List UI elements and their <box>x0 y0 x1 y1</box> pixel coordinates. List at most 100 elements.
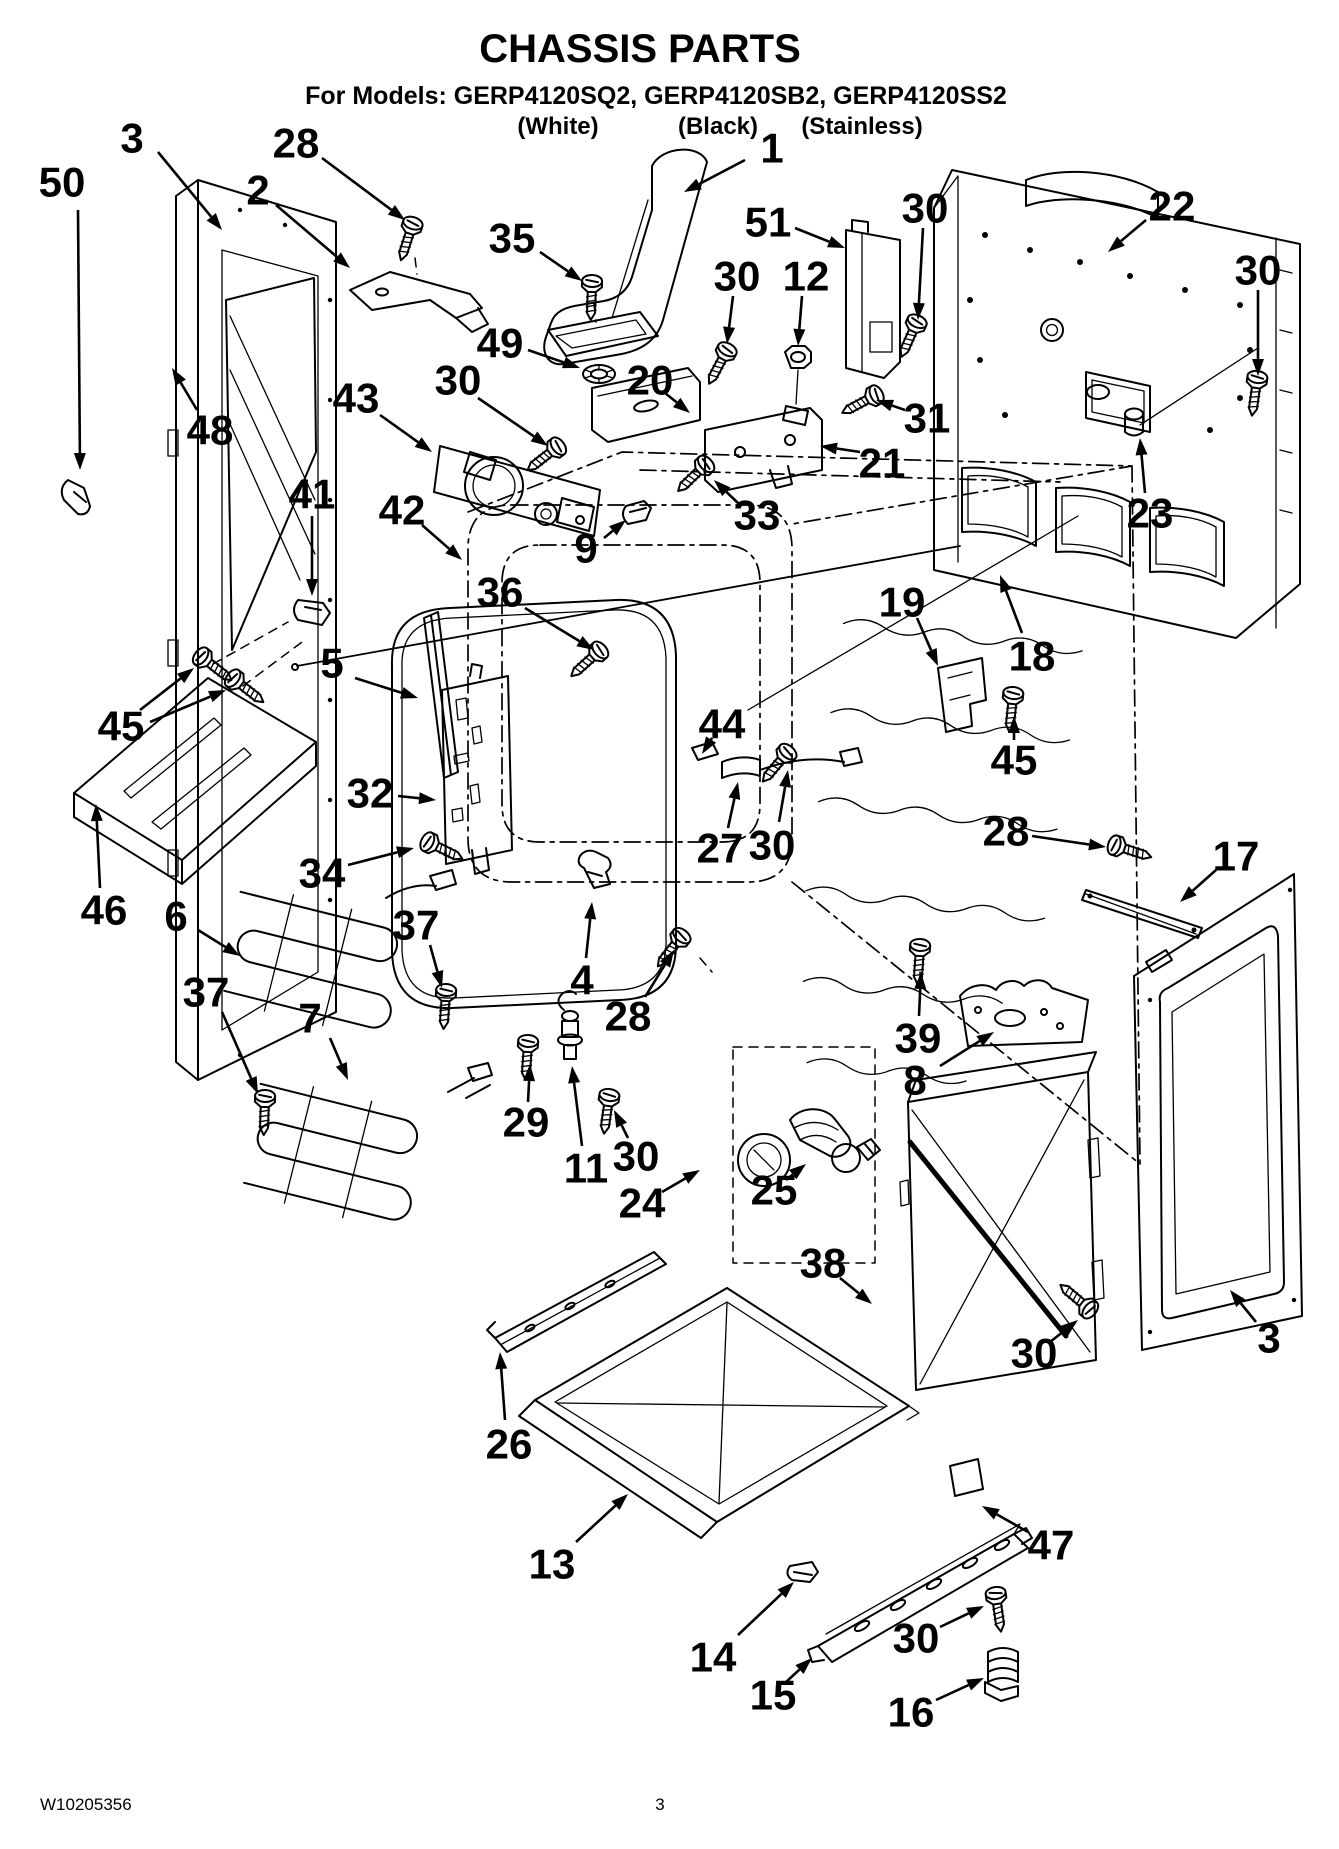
callout-20: 20 <box>627 357 690 413</box>
part-bracket-21 <box>704 407 823 493</box>
callout-48: 48 <box>172 368 233 454</box>
callout-arrowhead <box>1008 716 1020 733</box>
part-clip-14 <box>786 1561 819 1583</box>
part-bracket-20 <box>591 367 701 443</box>
callout-arrowhead <box>966 1606 984 1619</box>
part-rail-26 <box>486 1251 667 1353</box>
callout-11: 11 <box>564 1066 608 1192</box>
part-clip-50 <box>60 479 91 516</box>
callout-arrowhead <box>561 356 580 369</box>
callout-43: 43 <box>333 375 432 452</box>
part-pad-47 <box>949 1458 984 1497</box>
callout-arrowhead <box>431 970 444 988</box>
callout-arrowhead <box>568 1066 581 1084</box>
callout-arrow <box>839 1276 860 1295</box>
callout-arrowhead <box>914 972 927 990</box>
callout-number: 30 <box>435 357 482 404</box>
callout-arrowhead <box>614 1110 627 1128</box>
callout-arrow <box>996 1513 1029 1534</box>
callout-arrowhead <box>495 1352 508 1370</box>
callout-arrow <box>709 737 714 741</box>
callout-arrowhead <box>208 690 226 703</box>
part-gasket-36 <box>390 598 678 1010</box>
callout-arrowhead <box>826 236 845 248</box>
callout-arrowhead <box>876 399 895 412</box>
callout-7: 7 <box>298 995 348 1080</box>
callout-17: 17 <box>1180 833 1259 902</box>
callout-arrow <box>1191 869 1217 892</box>
callout-arrow <box>526 1080 531 1103</box>
callout-30: 30 <box>749 770 796 869</box>
callout-arrow <box>139 677 182 712</box>
callout-28: 28 <box>983 808 1106 855</box>
callout-arrow <box>939 1039 981 1068</box>
part-lamp-socket-11 <box>557 990 583 1060</box>
callout-number: 43 <box>333 375 380 422</box>
callout-arrow <box>620 1124 630 1139</box>
callout-arrow <box>935 1683 970 1702</box>
callout-arrow <box>661 1177 686 1194</box>
models-line: For Models: GERP4120SQ2, GERP4120SB2, GE… <box>305 82 1007 110</box>
callout-3: 3 <box>120 115 222 230</box>
callout-number: 20 <box>627 357 674 404</box>
callout-arrow <box>421 524 451 550</box>
callout-4: 4 <box>570 902 597 1004</box>
callout-number: 39 <box>895 1015 942 1062</box>
callout-number: 34 <box>299 850 346 897</box>
callout-number: 22 <box>1149 183 1196 230</box>
callout-number: 28 <box>605 993 652 1040</box>
callout-number: 30 <box>893 1615 940 1662</box>
callout-arrow <box>95 820 102 889</box>
callout-arrowhead <box>611 1494 628 1510</box>
callout-arrow <box>603 529 614 540</box>
callout-arrow <box>354 676 403 695</box>
callout-arrow <box>915 617 933 651</box>
callout-arrow <box>1140 454 1147 494</box>
callout-14: 14 <box>690 1582 794 1681</box>
part-clip-4 <box>577 849 612 889</box>
callout-2: 2 <box>246 167 350 268</box>
callout-arrowhead <box>779 770 792 788</box>
callout-3: 3 <box>1230 1290 1281 1362</box>
callout-arrowhead <box>793 328 806 346</box>
callout-49: 49 <box>477 320 580 369</box>
callout-arrowhead <box>1180 886 1197 902</box>
callout-arrowhead <box>564 266 582 281</box>
callout-31: 31 <box>876 395 950 442</box>
callout-arrow <box>328 1037 343 1065</box>
callout-arrow <box>572 1082 584 1147</box>
callout-36: 36 <box>477 569 594 650</box>
callout-number: 25 <box>751 1167 798 1214</box>
finish-white: (White) <box>517 113 598 140</box>
callout-arrowhead <box>1088 838 1106 851</box>
callout-number: 51 <box>745 199 792 246</box>
callout-number: 13 <box>529 1541 576 1588</box>
callout-number: 29 <box>503 1099 550 1146</box>
callout-number: 9 <box>574 525 597 572</box>
part-side-panel-right <box>1133 873 1303 1351</box>
callout-arrow <box>1031 834 1090 846</box>
callout-arrowhead <box>530 431 548 446</box>
callout-number: 35 <box>489 215 536 262</box>
callout-12: 12 <box>783 253 830 346</box>
callout-arrowhead <box>820 442 838 455</box>
callout-21: 21 <box>820 440 905 487</box>
callout-30: 30 <box>893 1606 984 1662</box>
callout-number: 12 <box>783 253 830 300</box>
callout-number: 30 <box>749 822 796 869</box>
callout-number: 45 <box>98 703 145 750</box>
callout-arrowhead <box>222 941 240 956</box>
callout-16: 16 <box>888 1678 984 1736</box>
callout-25: 25 <box>751 1164 806 1214</box>
callout-arrowhead <box>723 326 736 344</box>
callout-arrow <box>798 295 804 330</box>
callout-arrow <box>379 413 419 444</box>
callout-arrowhead <box>1252 359 1264 376</box>
callout-number: 37 <box>393 902 440 949</box>
callout-arrowhead <box>418 792 436 805</box>
callout-arrowhead <box>855 1288 872 1304</box>
callout-30: 30 <box>435 357 548 446</box>
part-bracket-8 <box>959 979 1089 1047</box>
callout-number: 27 <box>697 825 744 872</box>
